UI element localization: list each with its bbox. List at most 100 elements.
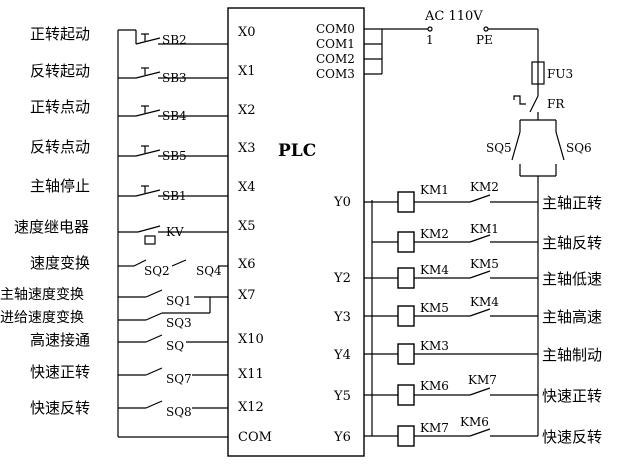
coil-km5: KM5 — [420, 301, 449, 315]
input-name-x7b: 进给速度变换 — [0, 309, 84, 326]
output-name-spindle-brake: 主轴制动 — [542, 346, 602, 364]
terminal-y4: Y4 — [333, 348, 351, 363]
input-row-x4: SB1 X4 — [118, 180, 256, 203]
terminal-pe-label: PE — [476, 33, 493, 47]
terminal-com2: COM2 — [316, 52, 355, 66]
terminal-com0: COM0 — [316, 22, 355, 36]
interlock-km4: KM4 — [470, 295, 499, 309]
input-name-x12: 快速反转 — [30, 399, 90, 417]
sq5-label: SQ5 — [486, 141, 512, 155]
terminal-x5: X5 — [238, 219, 256, 234]
device-sq: SQ — [166, 339, 184, 353]
device-sq2: SQ2 — [144, 264, 170, 278]
device-sq8: SQ8 — [166, 405, 192, 419]
device-sb1: SB1 — [162, 189, 187, 203]
input-name-x0: 正转起动 — [30, 25, 90, 43]
ac-voltage-label: AC 110V — [424, 9, 483, 24]
coil-km7: KM7 — [420, 421, 449, 435]
terminal-1-node — [427, 26, 433, 32]
terminal-com3: COM3 — [316, 67, 355, 81]
input-name-x10: 高速接通 — [30, 331, 90, 349]
output-name-rapid-forward: 快速正转 — [542, 387, 602, 405]
output-row-y6: Y6 KM7 KM6 快速反转 — [333, 415, 602, 447]
sq6-label: SQ6 — [566, 141, 592, 155]
terminal-x10: X10 — [238, 332, 264, 347]
terminal-y0: Y0 — [333, 195, 351, 210]
interlock-km5: KM5 — [470, 257, 499, 271]
limit-switches-sq5-sq6: SQ5 SQ6 — [486, 119, 592, 177]
terminal-x7: X7 — [238, 288, 256, 303]
input-row-x3: SB5 X3 — [118, 141, 256, 163]
device-sb3: SB3 — [162, 71, 187, 85]
input-row-x2: SB4 X2 — [118, 103, 256, 123]
interlock-km1: KM1 — [470, 222, 499, 236]
terminal-y5: Y5 — [333, 389, 351, 404]
output-row-y5: Y5 KM6 KM7 快速正转 — [333, 373, 602, 406]
coil-km6: KM6 — [420, 379, 449, 393]
input-name-x2: 正转点动 — [30, 98, 90, 116]
output-name-spindle-low: 主轴低速 — [542, 270, 602, 288]
terminal-com1: COM1 — [316, 37, 355, 51]
terminal-y3: Y3 — [333, 310, 351, 325]
terminal-x11: X11 — [238, 367, 264, 382]
interlock-km6: KM6 — [460, 415, 489, 429]
terminal-1-label: 1 — [426, 33, 434, 47]
terminal-x1: X1 — [238, 64, 256, 79]
fr-label: FR — [547, 97, 565, 111]
com-bus — [364, 28, 428, 75]
input-name-x3: 反转点动 — [30, 138, 90, 156]
coil-km3: KM3 — [420, 339, 449, 353]
output-row-y4: Y4 KM3 主轴制动 — [333, 339, 602, 365]
input-row-x6: SQ2 SQ4 X6 — [118, 257, 256, 278]
terminal-com: COM — [238, 430, 272, 445]
output-name-spindle-reverse: 主轴反转 — [542, 234, 602, 252]
device-sb2: SB2 — [162, 33, 187, 47]
device-sq7: SQ7 — [166, 372, 192, 386]
terminal-y6: Y6 — [333, 430, 351, 445]
output-name-spindle-high: 主轴高速 — [542, 308, 602, 326]
terminal-x4: X4 — [238, 180, 256, 195]
device-sb4: SB4 — [162, 109, 187, 123]
input-name-x11: 快速正转 — [30, 363, 90, 381]
terminal-x0: X0 — [238, 25, 256, 40]
terminal-x3: X3 — [238, 141, 256, 156]
output-row-y3: Y3 KM5 KM4 主轴高速 — [333, 295, 602, 327]
interlock-km7: KM7 — [468, 373, 497, 387]
terminal-pe-node — [483, 26, 489, 32]
input-name-x5: 速度继电器 — [14, 218, 89, 236]
input-row-x7: SQ1 SQ3 X7 — [118, 288, 256, 330]
input-row-x1: SB3 X1 — [118, 64, 256, 85]
interlock-km2: KM2 — [470, 180, 499, 194]
output-row-y1: KM2 KM1 主轴反转 — [372, 222, 602, 253]
device-sq3: SQ3 — [166, 316, 192, 330]
output-name-rapid-reverse: 快速反转 — [542, 428, 602, 446]
plc-block — [227, 7, 365, 457]
input-name-x1: 反转起动 — [30, 62, 90, 80]
output-name-spindle-forward: 主轴正转 — [542, 194, 602, 212]
device-sq1: SQ1 — [166, 294, 192, 308]
plc-label: PLC — [278, 141, 316, 161]
terminal-x6: X6 — [238, 257, 256, 272]
thermal-relay-fr: FR — [513, 84, 565, 120]
input-row-x10: SQ X10 — [118, 332, 264, 353]
input-row-x0: SB2 X0 — [118, 25, 256, 47]
device-sb5: SB5 — [162, 149, 187, 163]
terminal-x2: X2 — [238, 103, 256, 118]
input-row-x12: SQ8 X12 — [118, 400, 264, 419]
device-kv: KV — [166, 225, 184, 239]
output-row-y2: Y2 KM4 KM5 主轴低速 — [333, 257, 602, 289]
input-row-x11: SQ7 X11 — [118, 367, 264, 386]
terminal-y2: Y2 — [333, 271, 351, 286]
output-row-y0: Y0 KM1 KM2 主轴正转 — [333, 180, 602, 213]
coil-km4: KM4 — [420, 263, 449, 277]
terminal-x12: X12 — [238, 400, 264, 415]
coil-km2: KM2 — [420, 227, 449, 241]
input-name-x6: 速度变换 — [30, 254, 90, 272]
device-sq4: SQ4 — [196, 264, 222, 278]
coil-km1: KM1 — [420, 183, 449, 197]
input-name-x7a: 主轴速度变换 — [0, 286, 84, 303]
fuse-label: FU3 — [547, 67, 573, 81]
input-name-x4: 主轴停止 — [30, 177, 90, 195]
input-row-x5: KV X5 — [118, 219, 256, 245]
